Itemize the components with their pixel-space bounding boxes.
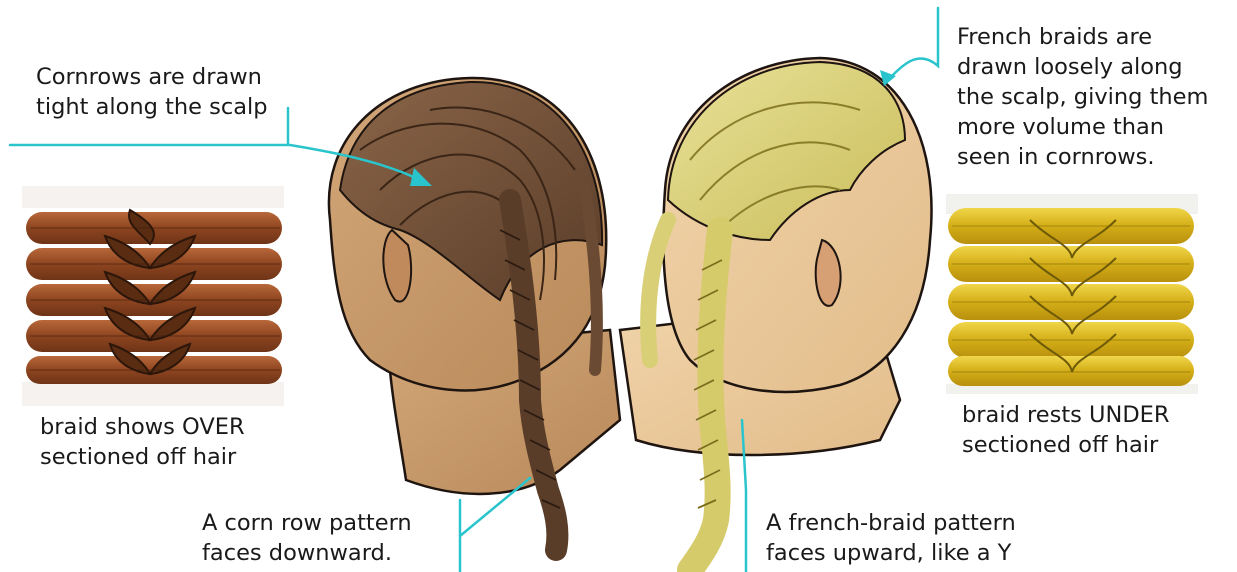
text-line: French braids are [957,22,1208,52]
text-line: faces upward, like a Y [766,538,1016,568]
label-cornrows-tight: Cornrows are drawn tight along the scalp [36,62,268,122]
label-french-pattern: A french-braid pattern faces upward, lik… [766,508,1016,568]
text-line: tight along the scalp [36,92,268,122]
swatch-strands-gold [948,208,1194,386]
text-line: Cornrows are drawn [36,62,268,92]
french-swatch [946,194,1198,394]
text-line: A french-braid pattern [766,508,1016,538]
callout-french-loose [890,8,938,78]
french-head [620,58,932,570]
text-line: the scalp, giving them [957,82,1208,112]
label-french-loose: French braids are drawn loosely along th… [957,22,1208,172]
label-corn-pattern: A corn row pattern faces downward. [202,508,412,568]
text-line: faces downward. [202,538,412,568]
cornrow-swatch [22,186,284,406]
text-line: A corn row pattern [202,508,412,538]
text-line: drawn loosely along [957,52,1208,82]
label-braid-over: braid shows OVER sectioned off hair [40,412,245,472]
label-braid-under: braid rests UNDER sectioned off hair [962,400,1170,460]
text-line: sectioned off hair [40,442,245,472]
text-line: braid rests UNDER [962,400,1170,430]
text-line: seen in cornrows. [957,142,1208,172]
text-line: braid shows OVER [40,412,245,442]
cornrow-head [329,78,620,550]
text-line: more volume than [957,112,1208,142]
text-line: sectioned off hair [962,430,1170,460]
